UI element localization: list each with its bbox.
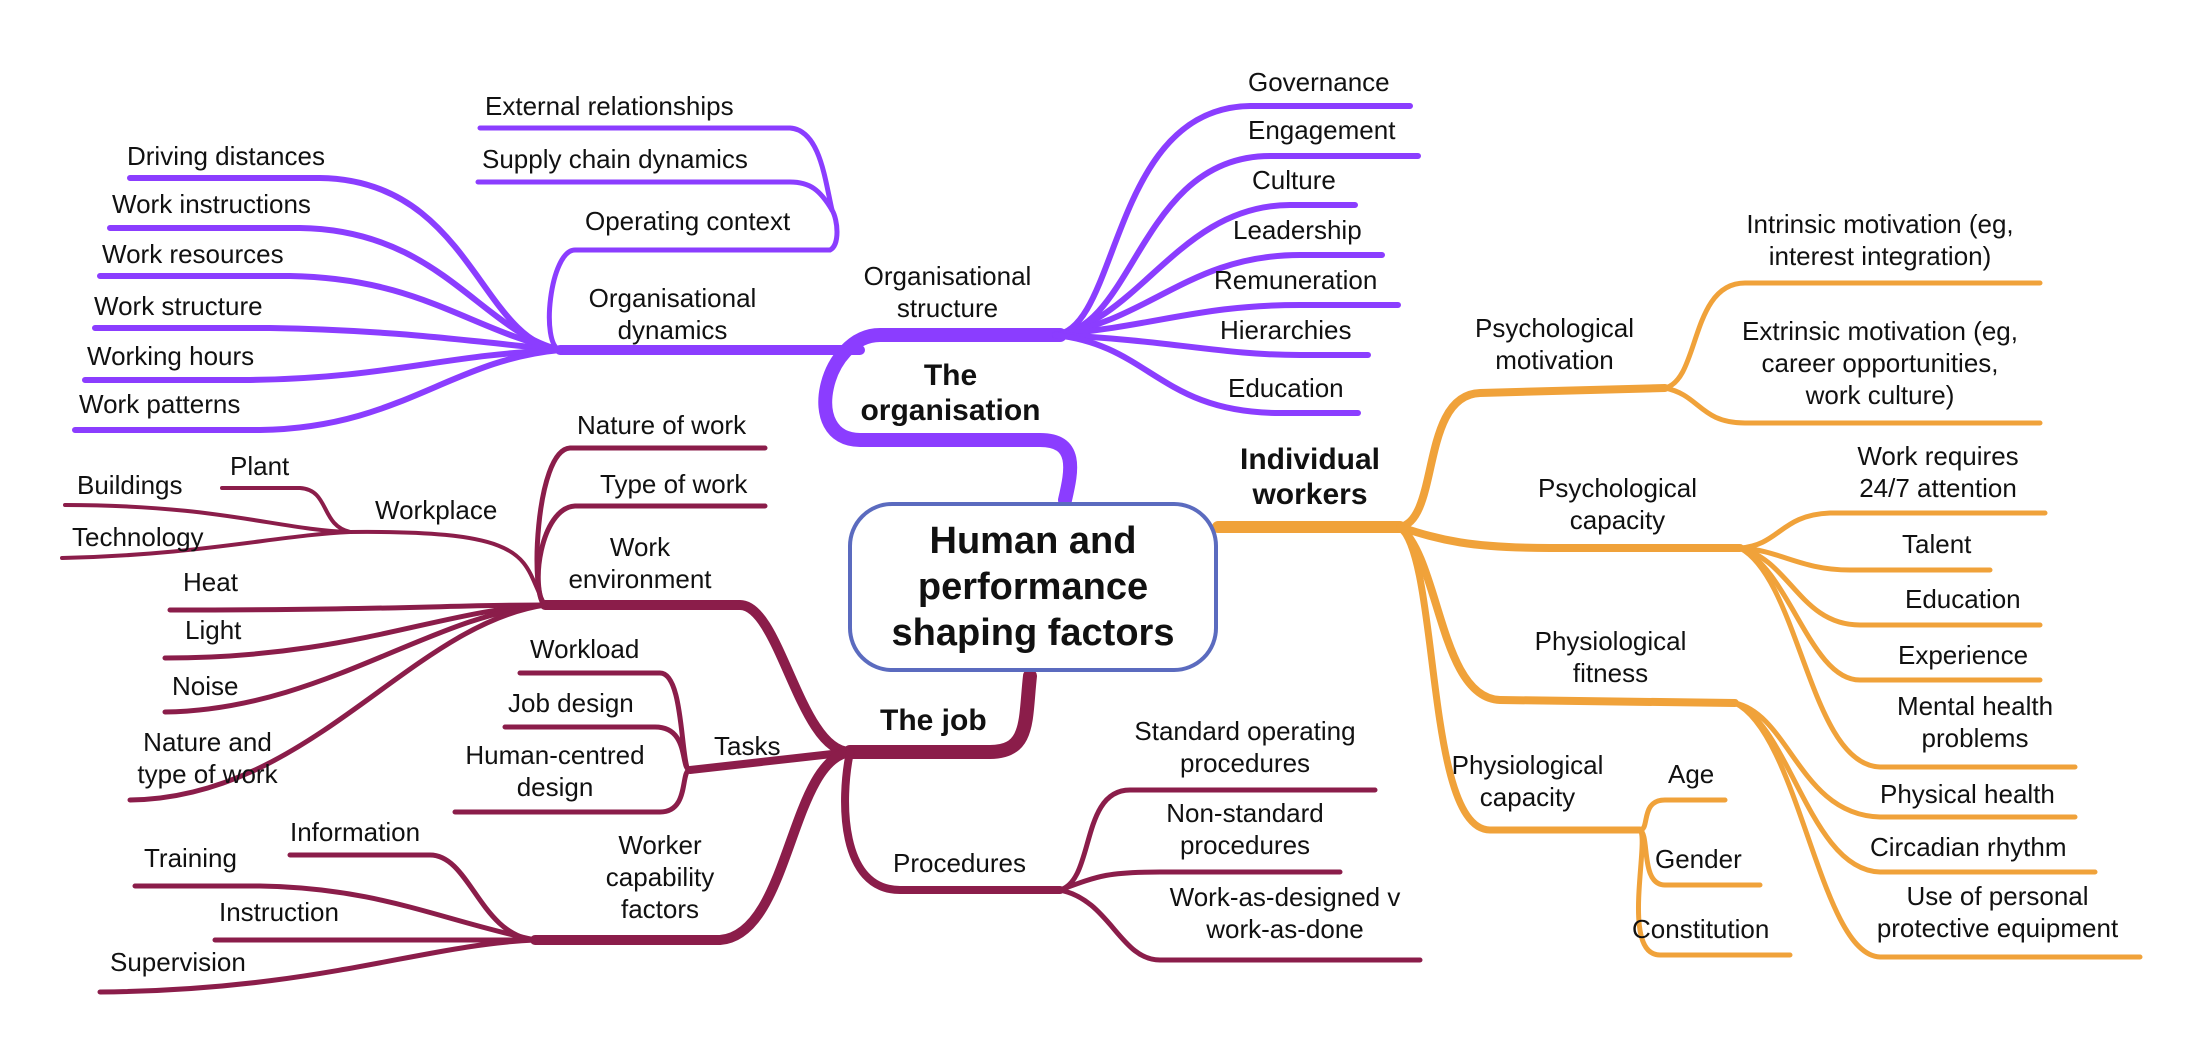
job-capability-item-information: Information xyxy=(290,817,421,847)
job-tasks-lines xyxy=(452,670,854,815)
org-dynamics-item-working-hours: Working hours xyxy=(87,341,255,371)
organisation-label: The organisation xyxy=(860,359,1041,427)
job-tasks-item-workload: Workload xyxy=(530,634,640,664)
job-procedures-trunk xyxy=(841,748,1064,894)
job-workplace-item-technology: Technology xyxy=(72,522,204,552)
job-environment-label: Work environment xyxy=(568,532,712,594)
job-capability-trunk xyxy=(530,747,855,945)
org-structure-label: Organisational structure xyxy=(863,261,1032,323)
job-environment-item-noise: Noise xyxy=(172,671,239,701)
org-structure-item-leadership: Leadership xyxy=(1233,215,1362,245)
individual-branch-lines xyxy=(1212,280,2143,960)
org-structure-item-culture: Culture xyxy=(1252,165,1336,195)
org-dynamics-lines xyxy=(72,175,865,433)
org-structure-item-hierarchies: Hierarchies xyxy=(1220,315,1352,345)
ind-fitness-item-ppe: Use of personal protective equipment xyxy=(1876,881,2119,943)
job-tasks-label: Tasks xyxy=(714,731,781,761)
ind-psych-capacity-label: Psychological capacity xyxy=(1538,473,1697,535)
org-structure-lines xyxy=(1052,103,1421,416)
job-capability-item-training: Training xyxy=(144,843,237,873)
ind-psych-capacity-item-education: Education xyxy=(1905,584,2021,614)
job-procedures-item-sop: Standard operating procedures xyxy=(1134,716,1356,778)
job-capability-lines xyxy=(97,852,538,995)
individual-label: Individual workers xyxy=(1239,443,1380,511)
ind-psych-capacity-item-attention: Work requires 24/7 attention xyxy=(1857,441,2019,503)
org-context-item-supply-chain-dynamics: Supply chain dynamics xyxy=(482,144,748,174)
ind-fitness-label: Physiological fitness xyxy=(1534,626,1687,688)
ind-phys-capacity-label: Physiological capacity xyxy=(1451,750,1604,812)
org-dynamics-label: Organisational dynamics xyxy=(588,283,757,345)
org-structure-item-governance: Governance xyxy=(1248,67,1390,97)
org-context-item-external-relationships: External relationships xyxy=(485,91,734,121)
ind-psych-capacity-item-talent: Talent xyxy=(1902,529,1972,559)
job-environment-item-light: Light xyxy=(185,615,242,645)
org-structure-item-remuneration: Remuneration xyxy=(1214,265,1378,295)
job-environment-item-nature-of-work: Nature of work xyxy=(577,410,747,440)
org-structure-item-education: Education xyxy=(1228,373,1344,403)
ind-phys-capacity-item-constitution: Constitution xyxy=(1632,914,1770,944)
center-node-label: Human and performance shaping factors xyxy=(891,520,1175,654)
job-branch-lines xyxy=(60,445,1423,995)
org-dynamics-item-work-resources: Work resources xyxy=(102,239,284,269)
job-workplace-item-plant: Plant xyxy=(230,451,290,481)
job-workplace-item-buildings: Buildings xyxy=(77,470,183,500)
ind-phys-capacity-item-age: Age xyxy=(1668,759,1715,789)
job-capability-item-instruction: Instruction xyxy=(219,897,339,927)
org-context-label: Operating context xyxy=(585,206,791,236)
org-dynamics-item-work-instructions: Work instructions xyxy=(112,189,311,219)
center-node: Human and performance shaping factors xyxy=(848,502,1218,672)
job-environment-item-nature-and-type: Nature and type of work xyxy=(137,727,278,789)
ind-motivation-label: Psychological motivation xyxy=(1475,313,1634,375)
ind-psych-capacity-item-mental-health: Mental health problems xyxy=(1896,691,2054,753)
job-tasks-item-job-design: Job design xyxy=(508,688,634,718)
job-workplace-lines xyxy=(60,486,547,607)
job-environment-item-heat: Heat xyxy=(183,567,238,597)
job-procedures-lines xyxy=(1057,787,1423,963)
ind-fitness-item-circadian-rhythm: Circadian rhythm xyxy=(1870,832,2067,862)
job-environment-trunk xyxy=(540,600,855,757)
org-dynamics-item-work-structure: Work structure xyxy=(94,291,263,321)
job-procedures-item-work-as-designed: Work-as-designed v work-as-done xyxy=(1169,882,1401,944)
org-dynamics-item-driving-distances: Driving distances xyxy=(127,141,325,171)
org-dynamics-item-work-patterns: Work patterns xyxy=(79,389,241,419)
job-label: The job xyxy=(880,704,987,737)
organisation-branch-lines xyxy=(72,103,1421,507)
org-context-lines xyxy=(475,125,840,353)
org-structure-item-engagement: Engagement xyxy=(1248,115,1396,145)
job-trunk xyxy=(843,669,1037,759)
ind-fitness-item-physical-health: Physical health xyxy=(1880,779,2055,809)
job-capability-label: Worker capability factors xyxy=(605,830,715,924)
ind-phys-capacity-item-gender: Gender xyxy=(1655,844,1742,874)
job-procedures-item-non-standard: Non-standard procedures xyxy=(1166,798,1324,860)
ind-psych-capacity-item-experience: Experience xyxy=(1898,640,2029,670)
job-capability-item-supervision: Supervision xyxy=(110,947,246,977)
job-environment-item-type-of-work: Type of work xyxy=(600,469,748,499)
ind-motivation-item-extrinsic: Extrinsic motivation (eg, career opportu… xyxy=(1742,316,2018,410)
job-tasks-item-human-centred-design: Human-centred design xyxy=(465,740,645,802)
ind-motivation-item-intrinsic: Intrinsic motivation (eg, interest integ… xyxy=(1746,209,2014,271)
job-workplace-label: Workplace xyxy=(375,495,498,525)
job-procedures-label: Procedures xyxy=(893,848,1026,878)
